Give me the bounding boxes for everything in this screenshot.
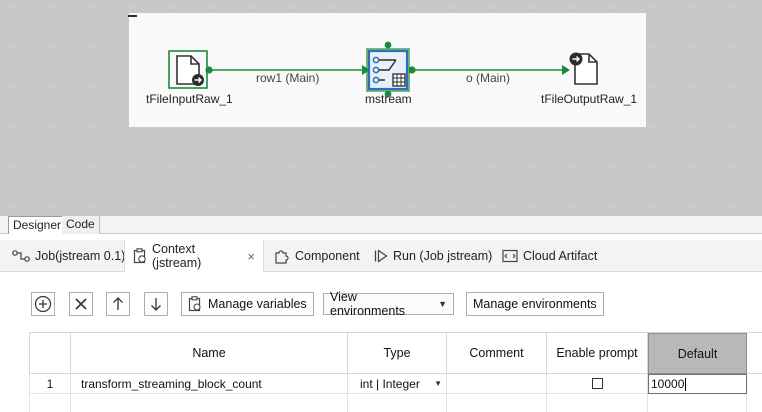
cloud-artifact-icon <box>502 249 518 263</box>
run-icon <box>374 249 388 263</box>
move-down-button[interactable] <box>144 292 168 316</box>
editor-tab-bar: Designer Code <box>0 216 762 234</box>
tab-job-label: Job(jstream 0.1) <box>35 249 126 263</box>
header-filler <box>747 333 762 374</box>
tab-component[interactable]: Component <box>266 240 368 272</box>
empty-row-cell <box>648 394 747 412</box>
designer-canvas[interactable]: tFileInputRaw_1 mstream tFileOutputRaw_1… <box>0 0 762 216</box>
tab-designer[interactable]: Designer <box>8 216 67 234</box>
component-label-input: tFileInputRaw_1 <box>146 92 233 106</box>
o-arrowhead <box>562 65 570 75</box>
empty-row-cell <box>29 394 71 412</box>
cell-type[interactable]: int | Integer ▼ <box>348 374 447 394</box>
mstream-component-icon[interactable] <box>366 40 414 98</box>
subjob-collapse-handle[interactable] <box>128 15 137 17</box>
row-number-header <box>29 333 71 374</box>
context-table: Name Type Comment Enable prompt Default … <box>29 332 762 412</box>
delete-x-icon <box>75 298 87 310</box>
connections-layer <box>205 65 570 75</box>
view-environments-value: View environments <box>330 290 406 318</box>
tab-cloud-artifact-label: Cloud Artifact <box>523 249 598 263</box>
view-tab-bar: Job(jstream 0.1) Context (jstream) × Com… <box>0 240 762 272</box>
link-label-o[interactable]: o (Main) <box>466 71 511 85</box>
manage-environments-label: Manage environments <box>473 297 597 311</box>
row-index: 1 <box>29 374 71 394</box>
file-output-raw-icon[interactable] <box>566 50 606 90</box>
cell-comment[interactable] <box>447 374 547 394</box>
row1-arrowhead <box>362 65 370 75</box>
manage-environments-button[interactable]: Manage environments <box>466 292 604 316</box>
cell-enable-prompt[interactable] <box>547 374 648 394</box>
tab-cloud-artifact[interactable]: Cloud Artifact <box>494 240 605 272</box>
manage-variables-label: Manage variables <box>208 297 307 311</box>
type-dropdown-icon[interactable]: ▼ <box>434 379 442 388</box>
link-label-row1[interactable]: row1 (Main) <box>256 71 320 85</box>
tab-component-label: Component <box>295 249 360 263</box>
context-toolbar: Manage variables View environments ▼ Man… <box>0 272 762 332</box>
arrow-up-icon <box>113 297 123 310</box>
add-variable-button[interactable] <box>31 292 55 316</box>
component-label-mstream: mstream <box>365 92 412 106</box>
manage-variables-button[interactable]: Manage variables <box>181 292 314 316</box>
cell-default-value: 10000 <box>651 377 685 391</box>
empty-row-cell <box>447 394 547 412</box>
tab-job[interactable]: Job(jstream 0.1) <box>4 240 133 272</box>
column-header-enable-prompt[interactable]: Enable prompt <box>547 333 648 374</box>
close-icon[interactable]: × <box>247 248 255 264</box>
empty-row-cell <box>547 394 648 412</box>
clipboard-gear-icon <box>188 296 201 312</box>
view-environments-select[interactable]: View environments ▼ <box>323 290 454 318</box>
tab-run-label: Run (Job jstream) <box>393 249 493 263</box>
empty-row-cell <box>348 394 447 412</box>
cell-type-value: int | Integer <box>360 376 420 391</box>
column-header-comment[interactable]: Comment <box>447 333 547 374</box>
o-start-handle[interactable] <box>408 66 416 74</box>
column-header-default[interactable]: Default <box>648 333 747 374</box>
cell-default-editor[interactable]: 10000 <box>648 374 747 394</box>
remove-variable-button[interactable] <box>69 292 93 316</box>
tab-context-label: Context (jstream) <box>152 242 202 270</box>
chevron-down-icon: ▼ <box>438 299 447 309</box>
component-label-output: tFileOutputRaw_1 <box>541 92 638 106</box>
text-cursor <box>685 377 687 391</box>
empty-row-cell <box>71 394 348 412</box>
tab-context[interactable]: Context (jstream) × <box>124 240 264 272</box>
move-up-button[interactable] <box>106 292 130 316</box>
cell-name[interactable]: transform_streaming_block_count <box>71 374 348 394</box>
puzzle-icon <box>275 250 289 264</box>
context-icon <box>133 248 146 264</box>
add-circle-icon <box>34 295 52 313</box>
job-icon <box>12 250 30 262</box>
file-input-raw-icon[interactable] <box>168 50 210 90</box>
enable-prompt-checkbox[interactable] <box>591 378 603 389</box>
arrow-down-icon <box>151 298 161 311</box>
column-header-type[interactable]: Type <box>348 333 447 374</box>
column-header-name[interactable]: Name <box>71 333 348 374</box>
tab-run[interactable]: Run (Job jstream) <box>366 240 500 272</box>
tab-code[interactable]: Code <box>62 216 100 234</box>
